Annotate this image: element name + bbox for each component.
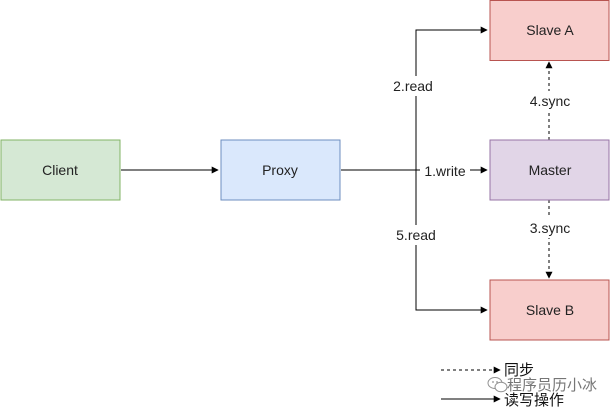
label-read-a-text: 2.read [393, 78, 433, 94]
node-client-box [0, 139, 121, 201]
legend: 同步 读写操作 [441, 361, 564, 409]
legend-solid-label: 读写操作 [504, 391, 564, 409]
node-master-box [489, 139, 610, 201]
wechat-icon [487, 377, 508, 393]
node-slave-b-label: Slave B [526, 302, 574, 318]
node-slave-b-box [489, 279, 610, 341]
legend-dashed-label: 同步 [504, 361, 534, 379]
label-read-a: 2.read [388, 76, 440, 96]
edge-proxy-slave-a [341, 26, 488, 171]
node-master: Master [489, 139, 610, 201]
node-client: Client [0, 139, 121, 201]
label-read-b: 5.read [391, 225, 443, 245]
node-slave-b: Slave B [489, 279, 610, 341]
label-write-text: 1.write [424, 163, 465, 179]
label-sync-a-text: 4.sync [530, 93, 570, 109]
node-slave-a-box [489, 0, 610, 61]
node-proxy: Proxy [220, 139, 341, 201]
node-proxy-label: Proxy [262, 162, 298, 178]
node-client-label: Client [42, 162, 78, 178]
label-read-b-text: 5.read [396, 227, 436, 243]
watermark: 程序员历小冰 [487, 376, 597, 394]
label-write: 1.write [420, 161, 470, 181]
node-slave-a: Slave A [489, 0, 610, 61]
watermark-text: 程序员历小冰 [507, 376, 597, 394]
label-sync-b-text: 3.sync [530, 220, 570, 236]
label-sync-b: 3.sync [524, 218, 576, 238]
label-sync-a: 4.sync [524, 91, 576, 111]
node-master-label: Master [529, 162, 572, 178]
node-proxy-box [220, 139, 341, 201]
node-slave-a-label: Slave A [526, 22, 574, 38]
